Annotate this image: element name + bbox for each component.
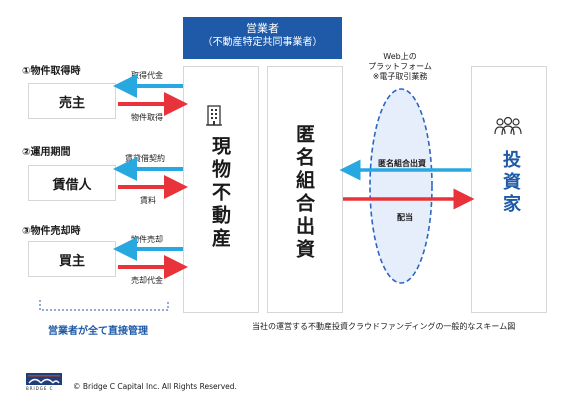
arrow-label-partnership-investment: 匿名組合出資	[378, 159, 426, 168]
property-label: 現物不動産	[209, 136, 231, 251]
web-platform-line2: プラットフォーム	[368, 62, 432, 71]
partnership-label: 匿名組合出資	[293, 124, 315, 262]
management-label: 営業者が全て直接管理	[48, 326, 148, 337]
tenant-label: 賃借人	[52, 177, 92, 193]
logo-text: BRIDGE C	[26, 386, 54, 391]
web-platform-line1: Web上の	[383, 52, 417, 61]
web-platform-line3: ※電子取引業務	[372, 72, 428, 81]
partnership-column	[267, 66, 343, 313]
seller-label: 売主	[58, 95, 85, 111]
management-bracket	[39, 300, 169, 311]
operator-subtitle: （不動産特定共同事業者）	[202, 37, 323, 48]
investor-label: 投資家	[500, 150, 521, 216]
diagram-caption: 当社の運営する不動産投資クラウドファンディングの一般的なスキーム図	[252, 322, 516, 331]
tenant-box: 賃借人	[28, 165, 116, 201]
seller-box: 売主	[28, 83, 116, 119]
arrow-label-rent: 賃料	[140, 196, 156, 205]
web-platform-label: Web上の プラットフォーム ※電子取引業務	[355, 52, 445, 82]
arrow-label-acquisition-payment: 取得代金	[131, 71, 163, 80]
arrow-label-property-acquisition: 物件取得	[131, 113, 163, 122]
step-1-label: ①物件取得時	[22, 66, 81, 77]
arrow-label-dividend: 配当	[397, 213, 413, 222]
building-icon	[206, 105, 222, 126]
buyer-label: 買主	[58, 253, 85, 269]
arrow-label-lease-contract: 賃貸借契約	[125, 154, 165, 163]
arrow-label-sale-proceeds: 売却代金	[131, 276, 163, 285]
step-2-label: ②運用期間	[22, 147, 71, 158]
copyright: © Bridge C Capital Inc. All Rights Reser…	[73, 382, 237, 391]
buyer-box: 買主	[28, 241, 116, 277]
investor-column	[471, 66, 547, 313]
arrow-label-property-sale: 物件売却	[131, 235, 163, 244]
step-3-label: ③物件売却時	[22, 226, 81, 237]
operator-header: 営業者 （不動産特定共同事業者）	[183, 17, 342, 59]
web-platform-ellipse	[369, 88, 433, 284]
operator-title: 営業者	[246, 22, 279, 35]
people-icon	[494, 116, 522, 136]
company-logo	[26, 373, 62, 385]
